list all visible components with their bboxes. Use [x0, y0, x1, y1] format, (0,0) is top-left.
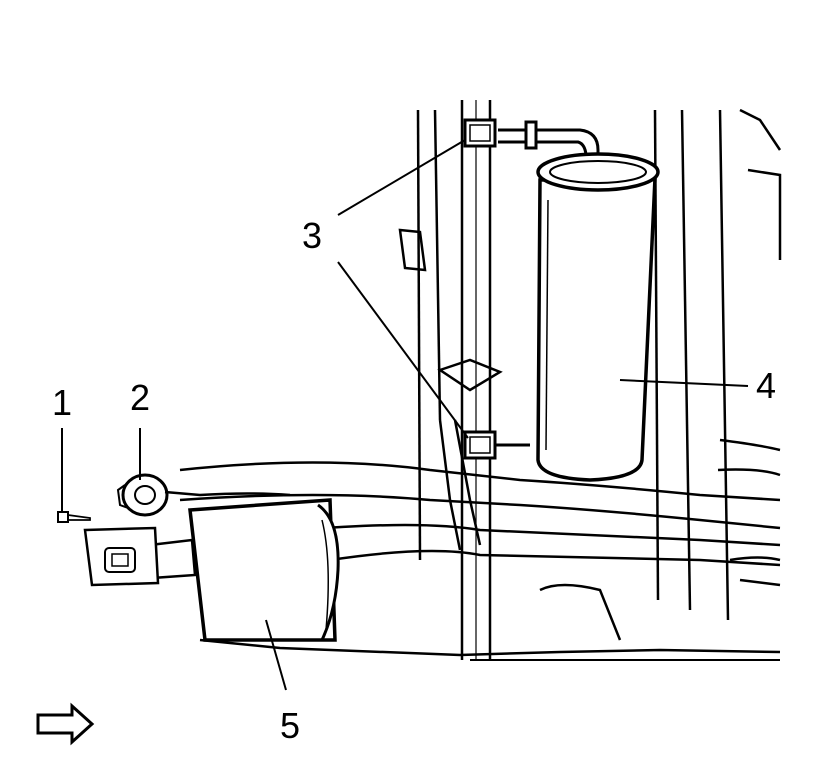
callout-4: 4: [756, 365, 776, 406]
hose-clamp-lower: [463, 430, 497, 460]
brake-line-pipe: [460, 100, 492, 660]
callout-1: 1: [52, 382, 72, 423]
leader-3a: [337, 139, 466, 216]
bolt: [57, 511, 91, 523]
leader-4: [619, 379, 749, 387]
front-arrow-icon: [36, 702, 95, 746]
evap-canister: [536, 152, 660, 482]
leader-3b: [337, 261, 469, 439]
leader-lines: [61, 139, 749, 691]
electrical-connector: [116, 473, 291, 517]
callout-2: 2: [130, 377, 150, 418]
leader-5: [265, 619, 287, 691]
callout-3: 3: [302, 215, 322, 256]
mounting-bracket: [83, 526, 160, 587]
muffler: [148, 498, 340, 642]
hose-clamp-upper: [463, 118, 497, 148]
callout-5: 5: [280, 705, 300, 746]
